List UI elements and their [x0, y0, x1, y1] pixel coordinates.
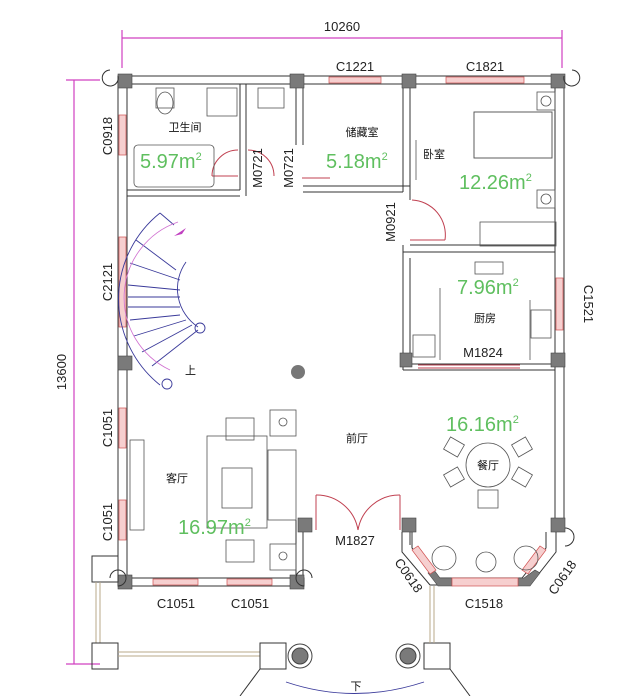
room-dining: 餐厅 16.16m2: [446, 414, 519, 472]
room-name-bedroom: 卧室: [423, 147, 445, 161]
room-storage: 储藏室 5.18m2: [326, 125, 388, 173]
stair-down-label: 下: [351, 680, 362, 693]
window-label-bottom1: C1051: [157, 596, 195, 611]
room-name-kitchen: 厨房: [474, 312, 496, 325]
room-bedroom: 卧室 12.26m2: [423, 147, 532, 194]
living-fixtures: [129, 409, 297, 571]
doors: [211, 149, 520, 531]
window-label-left4: C1051: [100, 503, 115, 541]
window-label-bay-right: C0618: [545, 557, 579, 597]
spiral-staircase: 上: [118, 212, 305, 390]
room-area-dining: 16.16m2: [446, 414, 519, 436]
door-label-entry: M1827: [335, 533, 375, 548]
door-label-kitchen: M1824: [463, 345, 503, 360]
room-name-storage: 储藏室: [346, 125, 379, 139]
interior-walls: [127, 84, 555, 578]
window-label-top2: C1821: [466, 59, 504, 74]
window-label-left1: C0918: [100, 117, 115, 155]
bay-window: [401, 532, 557, 587]
room-foyer: 前厅: [346, 431, 368, 445]
dimension-height-label: 13600: [54, 354, 69, 390]
room-area-storage: 5.18m2: [326, 151, 388, 173]
window-label-bottom2: C1051: [231, 596, 269, 611]
window-label-left2: C2121: [100, 263, 115, 301]
window-label-left3: C1051: [100, 409, 115, 447]
dimension-left: 13600: [54, 79, 100, 665]
window-labels: C1221 C1821 C0918 C2121 C1051 C1051 C152…: [100, 59, 596, 611]
dining-fixtures: [431, 436, 539, 573]
room-area-bedroom: 12.26m2: [459, 172, 532, 194]
columns: [117, 73, 566, 590]
bathroom-fixtures: [133, 87, 285, 188]
stair-up-label: 上: [185, 364, 196, 377]
room-area-bathroom: 5.97m2: [140, 151, 202, 173]
room-name-dining: 餐厅: [477, 458, 499, 472]
door-label-bedroom: M0921: [383, 202, 398, 242]
corner-downpipes: [101, 69, 581, 587]
window-label-right1: C1521: [581, 285, 596, 323]
room-bathroom: 卫生间 5.97m2: [140, 120, 202, 173]
room-name-living: 客厅: [166, 471, 188, 485]
room-kitchen: 厨房 7.96m2: [457, 277, 519, 325]
window-label-bay-center: C1518: [465, 596, 503, 611]
bedroom-fixtures: [415, 91, 557, 247]
room-living: 客厅 16.97m2: [166, 471, 251, 539]
door-labels: M0721 M0721 M0921 M1824 M1827: [250, 148, 503, 548]
porch: 下: [91, 555, 471, 696]
room-area-living: 16.97m2: [178, 517, 251, 539]
window-label-top1: C1221: [336, 59, 374, 74]
kitchen-fixtures: [412, 261, 552, 360]
room-name-bathroom: 卫生间: [169, 120, 202, 134]
room-area-kitchen: 7.96m2: [457, 277, 519, 299]
door-label-bath: M0721: [250, 148, 265, 188]
dimension-top: 10260: [121, 19, 563, 68]
door-label-storage: M0721: [281, 148, 296, 188]
dimension-width-label: 10260: [324, 19, 360, 34]
room-name-foyer: 前厅: [346, 431, 368, 445]
